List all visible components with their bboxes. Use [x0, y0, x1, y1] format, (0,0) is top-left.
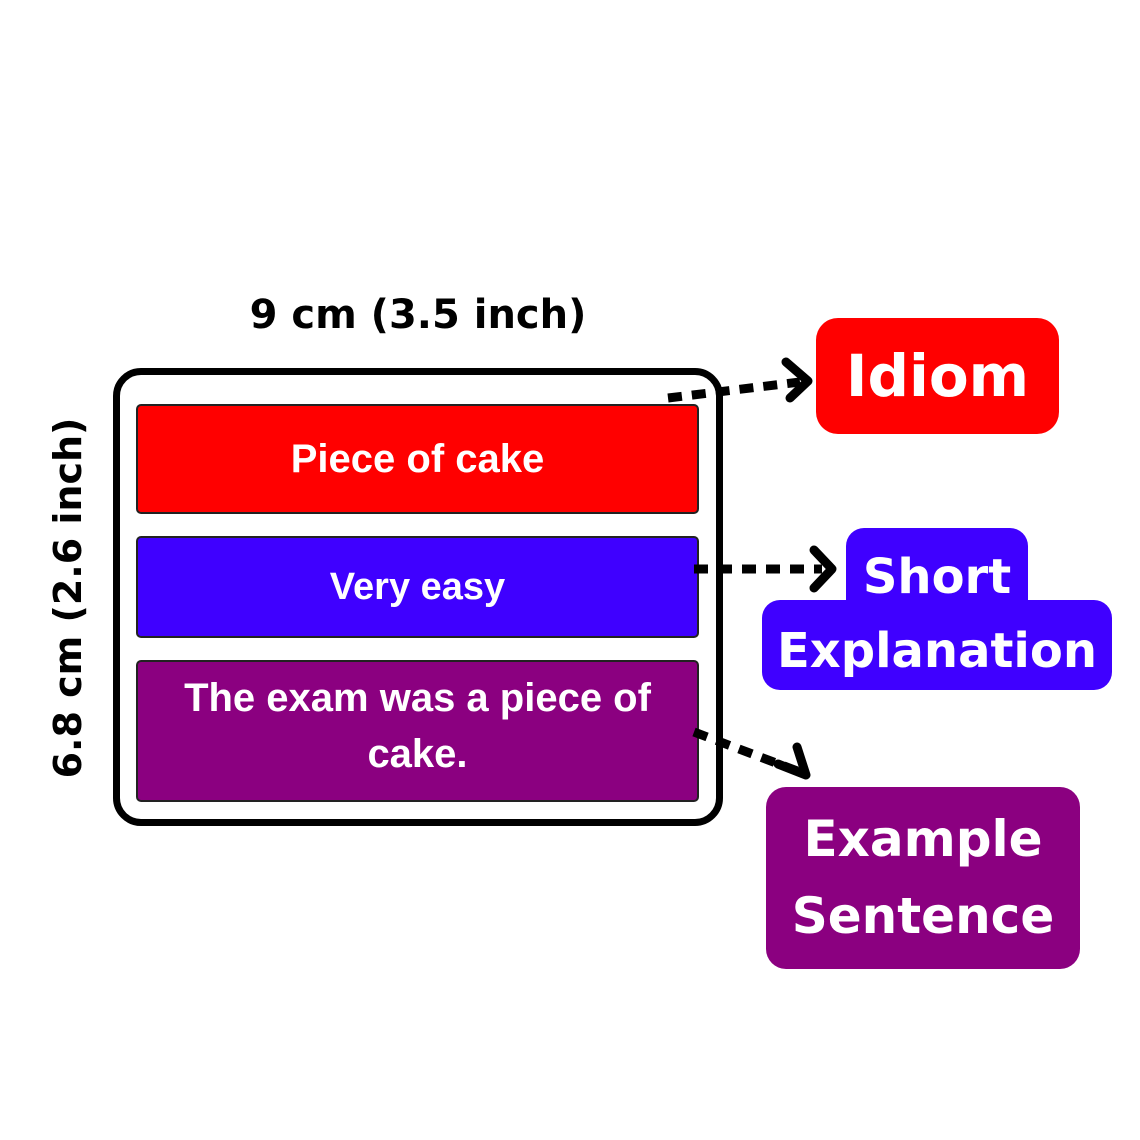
explanation-strip: Very easy	[136, 536, 699, 638]
explanation-arrow-head	[809, 545, 837, 593]
example-arrow-line	[692, 727, 802, 777]
idiom-arrow-head	[781, 357, 813, 403]
width-dimension-label: 9 cm (3.5 inch)	[249, 292, 587, 338]
example-callout: Example Sentence	[766, 787, 1080, 969]
explanation-callout-label: Short Explanation	[776, 549, 1098, 680]
example-strip: The exam was a piece of cake.	[136, 660, 699, 802]
explanation-callout-bottom	[762, 600, 1112, 690]
example-arrow-head	[773, 742, 811, 780]
idiom-strip: Piece of cake	[136, 404, 699, 514]
idiom-callout: Idiom	[816, 318, 1059, 434]
idiom-arrow-line	[667, 377, 801, 403]
